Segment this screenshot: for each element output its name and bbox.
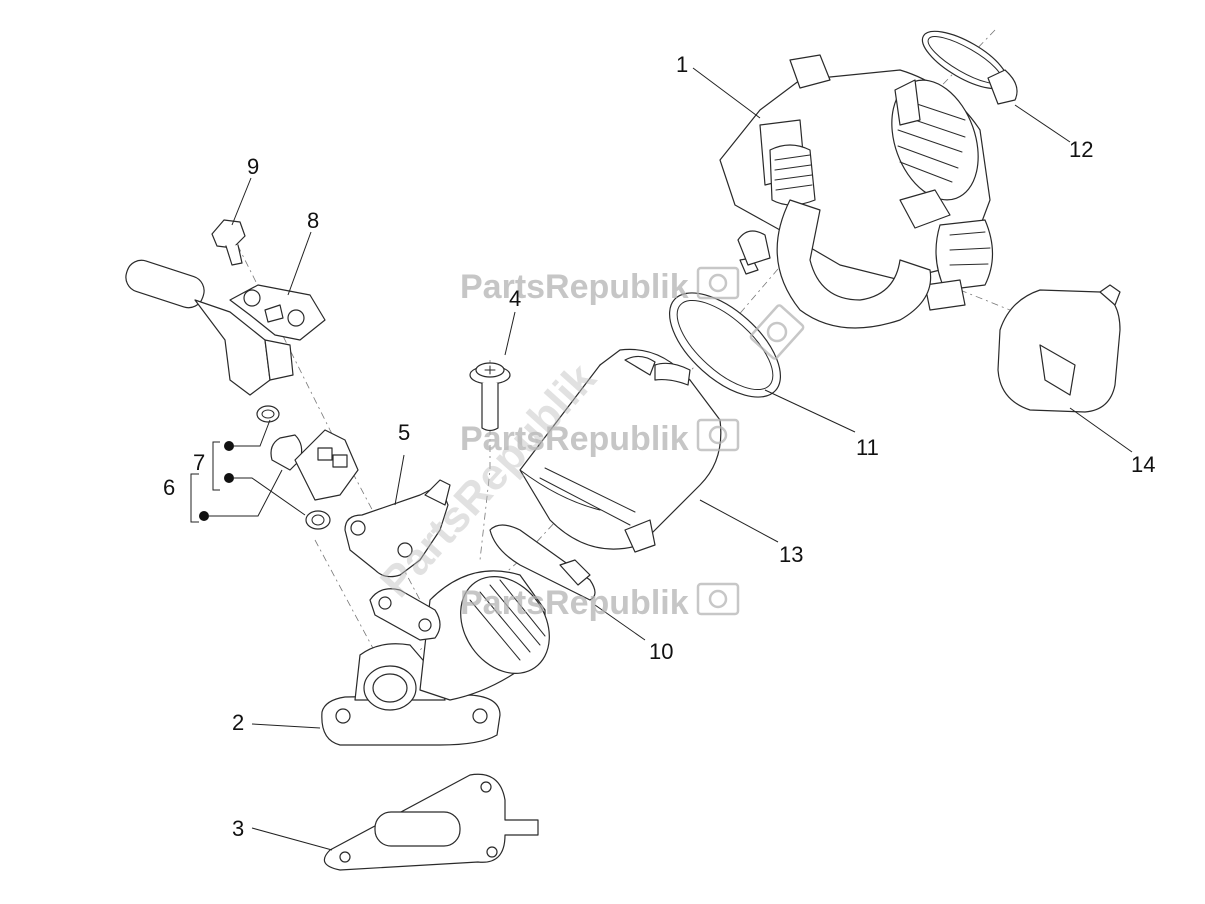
gasket-part-3[interactable]	[323, 773, 539, 871]
intake-sleeve-part-13[interactable]	[519, 348, 722, 553]
watermark-middle: PartsRepublik	[460, 418, 740, 458]
watermark-logo-icon	[696, 418, 740, 452]
watermark-text: PartsRepublik	[460, 268, 689, 306]
callout-8: 8	[307, 208, 319, 233]
kit-dot-2	[224, 473, 234, 483]
cover-part-14[interactable]	[997, 284, 1121, 413]
watermark-text: PartsRepublik	[460, 420, 689, 458]
callout-4: 4	[509, 286, 521, 311]
kit-dot-1	[224, 441, 234, 451]
watermark-logo-icon	[696, 266, 740, 300]
sensor-kit-parts-6-7[interactable]	[256, 405, 359, 530]
screw-part-4[interactable]	[469, 362, 511, 432]
callout-6: 6	[163, 475, 175, 500]
kit-dot-3	[199, 511, 209, 521]
clamp-part-10[interactable]	[489, 524, 596, 601]
sensor-part-8[interactable]	[122, 256, 326, 396]
callout-3: 3	[232, 816, 244, 841]
callout-9: 9	[247, 154, 259, 179]
watermark-top: PartsRepublik	[460, 266, 740, 306]
callout-7: 7	[193, 450, 205, 475]
callout-labels: 1 2 3 4 5 6 7 8 9 10 11 12 13 14	[163, 52, 1155, 841]
callout-13: 13	[779, 542, 803, 567]
bracket-part-5[interactable]	[344, 479, 451, 578]
callout-11: 11	[856, 435, 879, 460]
callout-1: 1	[676, 52, 688, 77]
throttle-body-part-1[interactable]	[719, 54, 994, 329]
watermark-bottom: PartsRepublik	[460, 582, 740, 622]
callout-2: 2	[232, 710, 244, 735]
callout-12: 12	[1069, 137, 1093, 162]
hose-clamp-part-12[interactable]	[914, 20, 1018, 105]
leader-lines	[231, 67, 1133, 851]
callout-14: 14	[1131, 452, 1155, 477]
kit-bracket-markers	[190, 419, 306, 523]
watermark-logo-icon	[696, 582, 740, 616]
callout-10: 10	[649, 639, 673, 664]
intake-manifold-part-2[interactable]	[321, 559, 568, 746]
bolt-part-9[interactable]	[211, 219, 246, 266]
callout-5: 5	[398, 420, 410, 445]
clamp-part-11[interactable]	[652, 257, 799, 416]
watermark-text: PartsRepublik	[460, 584, 689, 622]
